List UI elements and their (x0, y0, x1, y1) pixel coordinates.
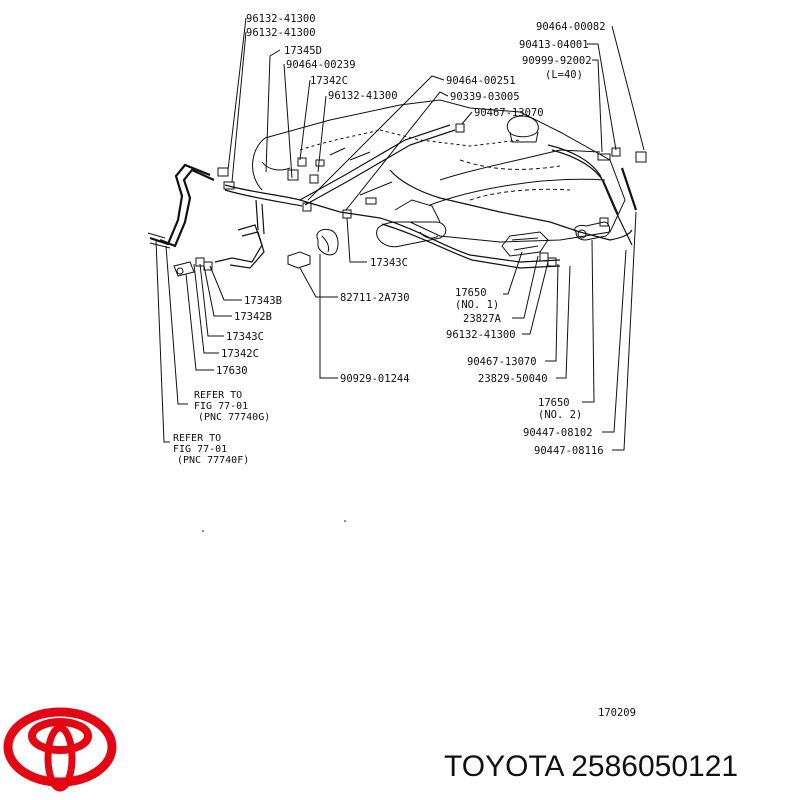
label-no1: (NO. 1) (455, 299, 499, 311)
fuel-lines-drawing (147, 124, 638, 269)
label-17342c-left: 17342C (221, 348, 259, 360)
stray-dot (344, 520, 346, 522)
label-17343b: 17343B (244, 295, 282, 307)
label-90999-92002: 90999-92002 (522, 55, 592, 67)
label-90464-00239: 90464-00239 (286, 59, 356, 71)
refer-77740f-line2: FIG 77-01 (173, 444, 227, 455)
refer-77740g-line3: (PNC 77740G) (198, 412, 270, 423)
label-96132-41300-b: 96132-41300 (246, 27, 316, 39)
reference-note-77740f: REFER TO FIG 77-01 (PNC 77740F) (173, 433, 249, 466)
label-90467-13070-bottom: 90467-13070 (467, 356, 537, 368)
label-90464-00251: 90464-00251 (446, 75, 516, 87)
label-23827a: 23827A (463, 313, 502, 325)
refer-77740g-line1: REFER TO (194, 390, 242, 401)
label-17342c-top: 17342C (310, 75, 348, 87)
label-l-40: (L=40) (545, 69, 583, 81)
refer-77740f-line1: REFER TO (173, 433, 221, 444)
label-90464-00082: 90464-00082 (536, 21, 606, 33)
label-17342b: 17342B (234, 311, 272, 323)
label-96132-41300-c: 96132-41300 (328, 90, 398, 102)
label-90413-04001: 90413-04001 (519, 39, 589, 51)
diagram-number: 170209 (598, 707, 636, 719)
components-drawing (173, 123, 647, 277)
label-90339-03005: 90339-03005 (450, 91, 520, 103)
label-17343c-center: 17343C (370, 257, 408, 269)
label-23829-50040: 23829-50040 (478, 373, 548, 385)
label-82711-2a730: 82711-2A730 (340, 292, 410, 304)
label-17343c-left: 17343C (226, 331, 264, 343)
label-96132-41300-a: 96132-41300 (246, 13, 316, 25)
label-90929-01244: 90929-01244 (340, 373, 410, 385)
label-no2: (NO. 2) (538, 409, 582, 421)
fuel-tank-drawing (252, 99, 626, 248)
label-90447-08102: 90447-08102 (523, 427, 593, 439)
reference-note-77740g: REFER TO FIG 77-01 (PNC 77740G) (194, 390, 270, 423)
toyota-logo-icon (3, 707, 117, 792)
label-17650-no1: 17650 (455, 287, 487, 299)
label-17650-no2: 17650 (538, 397, 570, 409)
label-90447-08116: 90447-08116 (534, 445, 604, 457)
label-17345d: 17345D (284, 45, 322, 57)
refer-77740f-line3: (PNC 77740F) (177, 455, 249, 466)
part-labels: 96132-41300 96132-41300 17345D 90464-002… (216, 13, 606, 457)
refer-77740g-line2: FIG 77-01 (194, 401, 248, 412)
stray-dot (202, 530, 204, 532)
brand-caption: TOYOTA 2586050121 (444, 750, 738, 783)
label-90467-13070-top: 90467-13070 (474, 107, 544, 119)
leader-lines (155, 17, 645, 451)
label-17630: 17630 (216, 365, 248, 377)
label-96132-41300-d: 96132-41300 (446, 329, 516, 341)
